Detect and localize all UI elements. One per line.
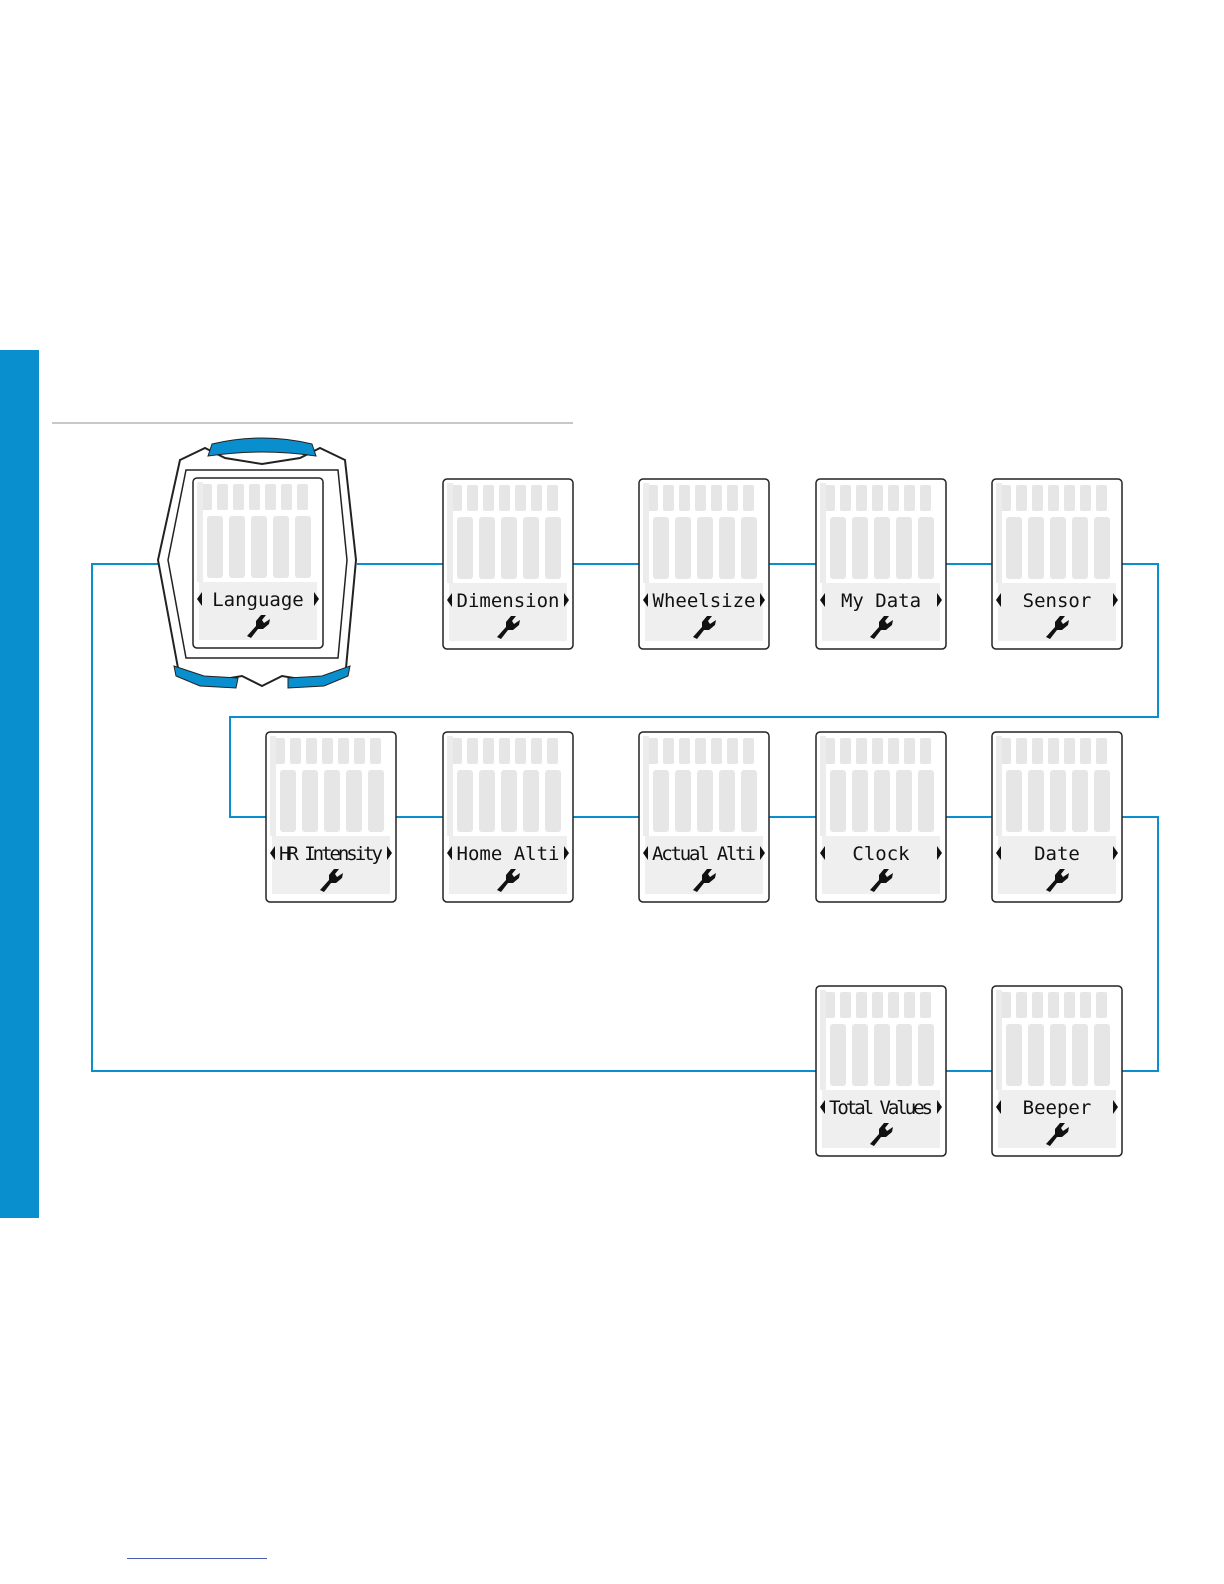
lcd-screen: Dimension bbox=[443, 479, 573, 649]
lcd-label: Home Alti bbox=[457, 843, 560, 865]
lcd-screen: Wheelsize bbox=[639, 479, 769, 649]
lcd-label: My Data bbox=[841, 590, 921, 612]
lcd-screen: Total Values bbox=[816, 986, 946, 1156]
lcd-screen: Language bbox=[193, 478, 323, 648]
lcd-screen: Home Alti bbox=[443, 732, 573, 902]
lcd-screen: Beeper bbox=[992, 986, 1122, 1156]
lcd-label: Sensor bbox=[1023, 590, 1092, 612]
lcd-label: Beeper bbox=[1023, 1097, 1092, 1119]
lcd-label: Language bbox=[212, 589, 304, 611]
lcd-label: HR Intensity bbox=[279, 843, 383, 865]
lcd-label: Actual Alti bbox=[652, 843, 756, 865]
lcd-label: Date bbox=[1034, 843, 1080, 865]
lcd-screen: Date bbox=[992, 732, 1122, 902]
device-top-button bbox=[208, 438, 316, 456]
lcd-label: Clock bbox=[852, 843, 910, 865]
lcd-label: Wheelsize bbox=[653, 590, 756, 612]
lcd-label: Total Values bbox=[829, 1097, 933, 1119]
lcd-screen: Sensor bbox=[992, 479, 1122, 649]
lcd-screen: Clock bbox=[816, 732, 946, 902]
lcd-screen: Actual Alti bbox=[639, 732, 769, 902]
lcd-screen: My Data bbox=[816, 479, 946, 649]
lcd-screen: HR Intensity bbox=[266, 732, 396, 902]
connector-row2-to-row3 bbox=[1122, 817, 1158, 1071]
lcd-label: Dimension bbox=[457, 590, 560, 612]
